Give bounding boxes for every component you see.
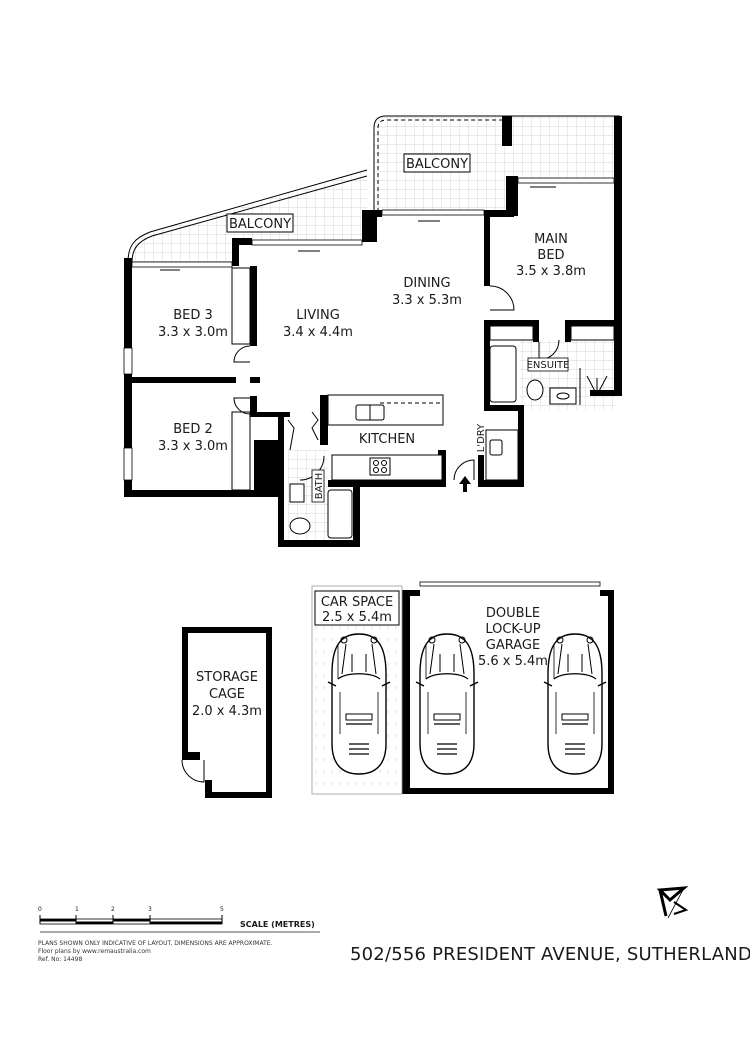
scale-tick-0: 0 (38, 906, 42, 913)
storage-dims: 2.0 x 4.3m (192, 704, 262, 719)
mainbed-wardrobe-left (489, 325, 534, 341)
ensuite-label: ENSUITE (527, 360, 570, 371)
living-label: LIVING (296, 308, 340, 323)
bath-basin-icon (289, 483, 305, 503)
credit-text: Floor plans by www.remaustralia.com (38, 948, 151, 955)
bath-label-box (311, 469, 325, 503)
bath-label: BATH (314, 473, 325, 500)
scale-tick-1: 1 (75, 906, 79, 913)
dining-label: DINING (403, 276, 450, 291)
bathtub-icon (327, 489, 353, 539)
disclaimer-text: PLANS SHOWN ONLY INDICATIVE OF LAYOUT. D… (38, 940, 273, 947)
ensuite-basin-icon (549, 387, 577, 405)
footer-notes: PLANS SHOWN ONLY INDICATIVE OF LAYOUT. D… (38, 940, 272, 964)
bath-toilet-icon (289, 517, 311, 535)
bed2-wardrobe (231, 411, 251, 491)
scale-tick-3: 3 (148, 906, 152, 913)
scale-tick-2: 2 (111, 906, 115, 913)
kitchen-label: KITCHEN (359, 432, 415, 447)
car-icon (543, 633, 607, 775)
balcony-upper-label: BALCONY (406, 157, 468, 172)
car-icon (415, 633, 479, 775)
balcony-lower-label-box (226, 213, 294, 233)
main-bed-dims: 3.5 x 3.8m (516, 264, 586, 279)
bath-fixtures (289, 483, 353, 539)
living-dims: 3.4 x 4.4m (283, 325, 353, 340)
garage-label-3: GARAGE (486, 638, 540, 653)
bed3-label: BED 3 (173, 308, 213, 323)
ensuite-toilet-icon (526, 379, 544, 401)
garage-label-2: LOCK-UP (485, 622, 540, 637)
car-space-label: CAR SPACE (321, 595, 393, 610)
dining-dims: 3.3 x 5.3m (392, 293, 462, 308)
car-icon (327, 633, 391, 775)
windows (123, 177, 615, 587)
bed3-dims: 3.3 x 3.0m (158, 325, 228, 340)
laundry-tub-icon (489, 439, 503, 456)
storage-label-1: STORAGE (196, 670, 258, 685)
cooktop-icon (369, 457, 391, 476)
car-space-dims: 2.5 x 5.4m (322, 610, 392, 625)
ensuite-label-box (527, 357, 569, 372)
walls (124, 116, 622, 798)
garage-label-1: DOUBLE (486, 606, 540, 621)
bed3-wardrobe (231, 267, 251, 345)
bed2-label: BED 2 (173, 422, 213, 437)
balcony-lower-label: BALCONY (229, 217, 291, 232)
car-space-label-box (314, 590, 400, 626)
garage-dims: 5.6 x 5.4m (478, 654, 548, 669)
balcony-upper-label-box (403, 153, 471, 173)
main-bed-label-1: MAIN (534, 232, 568, 247)
entry-arrow-icon (459, 476, 471, 492)
scale-tick-5: 5 (220, 906, 224, 913)
property-address: 502/556 PRESIDENT AVENUE, SUTHERLAND (350, 944, 750, 965)
ensuite-bathtub-icon (489, 345, 517, 403)
laundry-label: L'DRY (476, 423, 487, 452)
mainbed-wardrobe-right (570, 325, 615, 341)
main-bed-label-2: BED (537, 248, 564, 263)
bed2-dims: 3.3 x 3.0m (158, 439, 228, 454)
ref-text: Ref. No: 14498 (38, 956, 83, 963)
ensuite-fixtures (489, 345, 608, 405)
scale-title: SCALE (METRES) (240, 920, 315, 929)
shower-icon (586, 375, 608, 397)
north-arrow-icon (656, 886, 689, 919)
storage-label-2: CAGE (209, 687, 245, 702)
kitchen-benches (327, 394, 444, 481)
scale-bar (39, 915, 320, 933)
